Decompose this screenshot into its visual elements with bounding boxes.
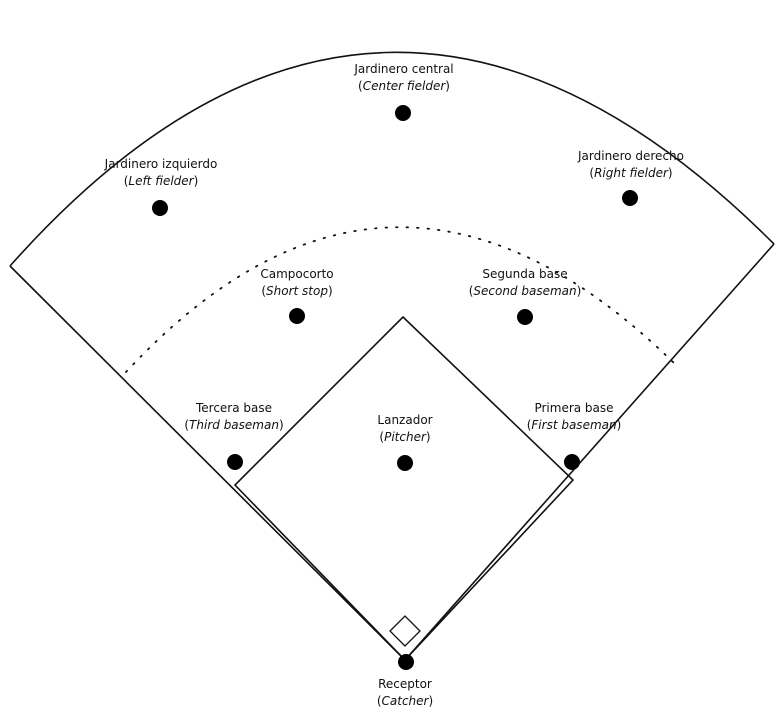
infield-arc	[125, 226, 677, 373]
catcher-label: Receptor (Catcher)	[376, 677, 434, 708]
catcher-dot	[398, 654, 414, 670]
third-baseman-dot	[227, 454, 243, 470]
first-baseman-en: First baseman	[531, 418, 617, 432]
first-baseman-es: Primera base	[534, 401, 614, 415]
center-fielder-es: Jardinero central	[354, 62, 454, 76]
left-fielder-es: Jardinero izquierdo	[104, 157, 218, 171]
short-stop-label: Campocorto (Short stop)	[260, 267, 334, 298]
second-baseman-es: Segunda base	[482, 267, 568, 281]
home-plate	[389, 615, 421, 647]
second-baseman-label: Segunda base (Second baseman)	[468, 267, 582, 298]
right-fielder-dot	[622, 190, 638, 206]
catcher-es: Receptor	[378, 677, 432, 691]
short-stop-es: Campocorto	[260, 267, 334, 281]
infield-diamond	[233, 315, 575, 662]
short-stop-en: Short stop	[266, 284, 328, 298]
pitcher-es: Lanzador	[377, 413, 433, 427]
left-fielder-en: Left fielder	[128, 174, 194, 188]
center-fielder-en: Center fielder	[362, 79, 446, 93]
third-baseman-en: Third baseman	[189, 418, 279, 432]
center-fielder-dot	[395, 105, 411, 121]
pitcher-en: Pitcher	[384, 430, 426, 444]
pitcher-label: Lanzador (Pitcher)	[377, 413, 433, 444]
outfield-fence	[9, 51, 775, 267]
right-fielder-en: Right fielder	[594, 166, 668, 180]
right-foul-line	[404, 243, 775, 661]
left-fielder-label: Jardinero izquierdo (Left fielder)	[104, 157, 218, 188]
right-fielder-label: Jardinero derecho (Right fielder)	[578, 149, 684, 180]
second-baseman-en: Second baseman	[473, 284, 577, 298]
left-foul-line	[9, 265, 406, 661]
first-baseman-dot	[564, 454, 580, 470]
short-stop-dot	[289, 308, 305, 324]
center-fielder-label: Jardinero central (Center fielder)	[354, 62, 454, 93]
right-fielder-es: Jardinero derecho	[578, 149, 684, 163]
first-baseman-label: Primera base (First baseman)	[526, 401, 622, 432]
pitcher-dot	[397, 455, 413, 471]
left-fielder-dot	[152, 200, 168, 216]
third-baseman-es: Tercera base	[195, 401, 273, 415]
second-baseman-dot	[517, 309, 533, 325]
catcher-en: Catcher	[381, 694, 429, 708]
third-baseman-label: Tercera base (Third baseman)	[184, 401, 284, 432]
